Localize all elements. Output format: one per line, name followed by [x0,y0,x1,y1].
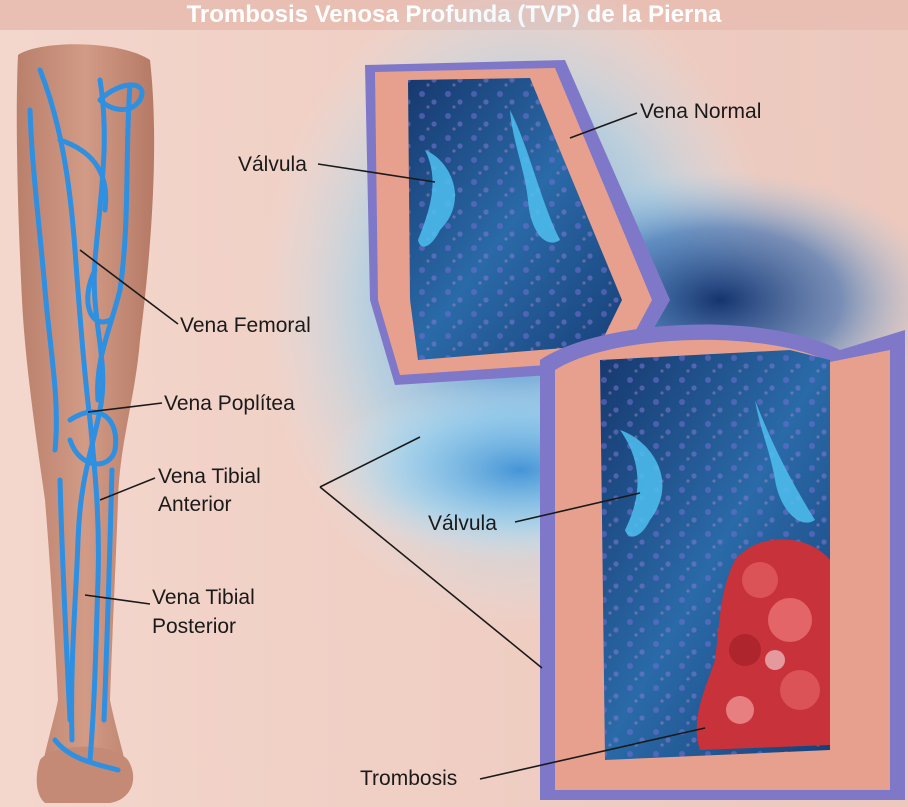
foot-shape [37,747,133,803]
label-vena-poplitea: Vena Poplítea [164,392,295,415]
label-vena-femoral: Vena Femoral [180,314,311,337]
label-valvula-top: Válvula [238,153,307,176]
label-vena-normal: Vena Normal [640,100,761,123]
label-vena-tibial-anterior-line1: Vena Tibial [158,465,261,488]
label-vena-tibial-anterior-line2: Anterior [158,493,232,516]
thrombosis-vein-section [540,325,905,800]
label-vena-tibial-posterior-line1: Vena Tibial [152,586,255,609]
label-vena-tibial-posterior-line2: Posterior [152,615,236,638]
label-valvula-bottom: Válvula [428,512,497,535]
label-trombosis: Trombosis [360,767,457,790]
